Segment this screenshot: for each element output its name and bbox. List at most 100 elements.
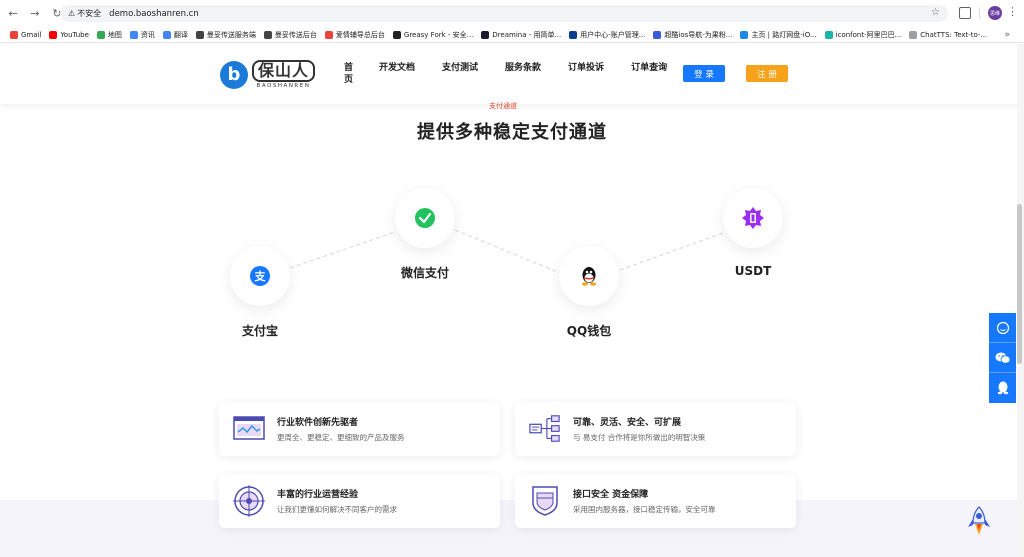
dock-chat-button[interactable] [989, 313, 1016, 343]
bookmark-label: 地图 [107, 30, 122, 39]
wechat-icon [995, 352, 1010, 364]
bookmark-label: 曼妥传送服务端 [206, 30, 256, 39]
bookmark-favicon-icon [96, 30, 105, 39]
bookmark-favicon-icon [10, 30, 18, 39]
section-title: 提供多种稳定支付通道 [417, 122, 607, 143]
extensions-icon[interactable] [959, 7, 971, 19]
qq-wallet-icon [582, 267, 596, 286]
back-icon[interactable]: ← [8, 6, 18, 20]
feature-title: 接口安全 资金保障 [573, 490, 649, 500]
monitor-chart-icon [233, 413, 265, 445]
bookmark-label: YouTube [60, 30, 89, 39]
bookmark-item[interactable]: 超酷ios导航-为果粉... [649, 30, 736, 40]
feature-card-security[interactable]: 接口安全 资金保障 采用国内服务器，接口稳定传输，安全可靠 [515, 474, 796, 528]
bookmark-label: Greasy Fork - 安全... [403, 30, 474, 39]
bookmark-item[interactable]: 用户中心-账户管理... [565, 30, 649, 40]
menu-icon[interactable]: ⋮ [1007, 5, 1018, 18]
bookmark-item[interactable]: Greasy Fork - 安全... [389, 30, 477, 40]
bookmark-item[interactable]: 曼妥传送后台 [260, 30, 321, 40]
dock-wechat-button[interactable] [989, 343, 1016, 373]
dock-qq-button[interactable] [989, 373, 1016, 403]
bookmark-label: 用户中心-账户管理... [580, 30, 646, 39]
more-bookmarks-icon[interactable]: » [1004, 30, 1010, 40]
alipay-badge[interactable]: 支 [230, 246, 290, 306]
bookmark-star-icon[interactable]: ☆ [931, 7, 940, 18]
qq-icon [997, 381, 1008, 395]
scrollbar-thumb[interactable] [1017, 204, 1022, 364]
nav-home[interactable]: 首页 [344, 63, 354, 85]
qq-wallet-badge[interactable] [559, 246, 619, 306]
usdt-label: USDT [734, 264, 772, 278]
nav-order-query[interactable]: 订单查询 [631, 63, 668, 73]
connector-line [289, 231, 396, 269]
usdt-badge[interactable] [723, 188, 783, 248]
feature-card-reliable[interactable]: 可靠、灵活、安全、可扩展 与 易支付 合作将是你所做出的明智决策 [515, 402, 796, 456]
bookmark-item[interactable]: 爱情辅导总后台 [321, 30, 389, 40]
login-button[interactable]: 登 录 [683, 65, 725, 82]
feature-desc: 更周全、更稳定、更细致的产品及服务 [277, 433, 405, 442]
bookmark-favicon-icon [481, 30, 490, 39]
divider [979, 7, 980, 19]
feature-desc: 采用国内服务器，接口稳定传输，安全可靠 [573, 505, 716, 514]
bookmark-item[interactable]: Gmail [6, 30, 45, 39]
profile-avatar[interactable]: 思维 [988, 6, 1002, 20]
chat-bubble-icon [996, 321, 1009, 334]
wechat-pay-badge[interactable] [395, 188, 455, 248]
browser-toolbar: ← → ↻ ⚠ 不安全 demo.baoshanren.cn ☆ 思维 ⋮ [0, 0, 1024, 26]
bookmark-item[interactable]: 翻译 [159, 30, 192, 40]
nav-pay-test[interactable]: 支付测试 [442, 63, 479, 73]
bookmark-item[interactable]: ChatTTS: Text-to-... [905, 30, 991, 39]
bookmark-favicon-icon [740, 30, 749, 39]
bookmark-item[interactable]: 曼妥传送服务端 [192, 30, 260, 40]
bookmark-label: 主页 | 路灯网盘-iO... [751, 30, 817, 39]
bookmark-label: Gmail [21, 30, 42, 39]
address-bar[interactable]: ⚠ 不安全 demo.baoshanren.cn ☆ [60, 5, 948, 22]
bottom-band [0, 500, 1024, 557]
main-nav: 首页 开发文档 支付测试 服务条款 订单投诉 订单查询 [344, 62, 694, 86]
forward-icon[interactable]: → [30, 6, 40, 20]
feature-desc: 与 易支付 合作将是你所做出的明智决策 [573, 433, 706, 442]
bookmark-favicon-icon [162, 30, 171, 39]
bookmark-favicon-icon [569, 30, 578, 39]
back-to-top-rocket-icon[interactable] [965, 505, 993, 539]
feature-card-innovation[interactable]: 行业软件创新先驱者 更周全、更稳定、更细致的产品及服务 [219, 402, 500, 456]
bookmark-item[interactable]: iconfont-阿里巴巴... [821, 30, 906, 40]
alipay-label: 支付宝 [241, 324, 278, 338]
feature-title: 可靠、灵活、安全、可扩展 [573, 418, 682, 428]
page-scrollbar[interactable] [1017, 44, 1024, 557]
wechat-pay-label: 微信支付 [400, 266, 449, 280]
security-chip[interactable]: ⚠ 不安全 [68, 8, 109, 19]
security-label: 不安全 [77, 9, 102, 18]
reload-icon[interactable]: ↻ [52, 6, 62, 20]
url-text: demo.baoshanren.cn [109, 8, 199, 19]
qq-wallet-label: QQ钱包 [566, 324, 612, 338]
register-button[interactable]: 注 册 [746, 65, 788, 82]
bookmark-item[interactable]: 资讯 [126, 30, 159, 40]
bookmark-favicon-icon [909, 30, 918, 39]
bookmark-favicon-icon [392, 30, 401, 39]
bookmark-item[interactable]: Dreamina - 用简单... [477, 30, 565, 40]
nav-docs[interactable]: 开发文档 [379, 63, 416, 73]
site-logo[interactable]: b 保山人 BAOSHANREN [220, 60, 316, 89]
bookmark-item[interactable]: 地图 [93, 30, 126, 40]
feature-title: 丰富的行业运营经验 [277, 490, 359, 500]
feature-title: 行业软件创新先驱者 [277, 418, 359, 428]
bookmark-label: iconfont-阿里巴巴... [835, 30, 902, 39]
bookmark-label: ChatTTS: Text-to-... [920, 30, 988, 39]
logo-en-text: BAOSHANREN [256, 83, 311, 89]
wechat-pay-icon [415, 208, 435, 228]
bookmark-favicon-icon [653, 30, 662, 39]
usdt-icon [742, 207, 764, 229]
svg-text:支: 支 [254, 269, 267, 283]
logo-mark: b [220, 60, 248, 89]
bookmarks-bar: Gmail YouTube 地图资讯翻译 曼妥传送服务端 曼妥传送后台爱情辅导总后台 Gr… [0, 27, 1024, 43]
nav-complaint[interactable]: 订单投诉 [568, 63, 605, 73]
feature-card-experience[interactable]: 丰富的行业运营经验 让我们更懂如何解决不同客户的需求 [219, 474, 500, 528]
bookmark-item[interactable]: 主页 | 路灯网盘-iO... [736, 30, 820, 40]
floating-contact-dock [989, 313, 1016, 403]
bookmark-favicon-icon [263, 30, 272, 39]
nav-terms[interactable]: 服务条款 [505, 63, 542, 73]
shield-icon [529, 485, 561, 517]
bookmark-item[interactable]: YouTube [45, 30, 92, 39]
bookmark-label: 曼妥传送后台 [274, 30, 317, 39]
